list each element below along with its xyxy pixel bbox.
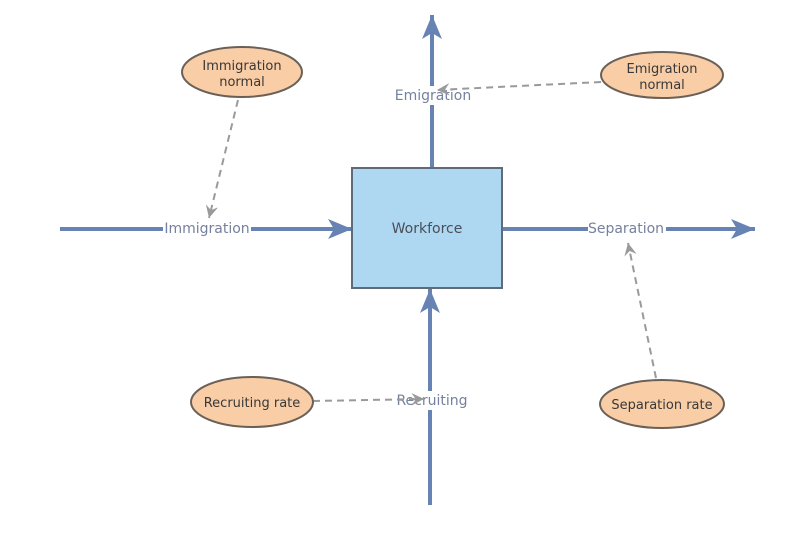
flow-label-emigration[interactable]: Emigration [395, 88, 471, 104]
converter-recruiting-rate-shape[interactable] [190, 376, 314, 428]
converter-separation-rate[interactable]: Separation rate [599, 379, 725, 429]
converter-separation-rate-shape[interactable] [599, 379, 725, 429]
stock-workforce-box[interactable] [351, 167, 503, 289]
converter-emigration-normal-shape[interactable] [600, 51, 724, 99]
stock-workforce-label: Workforce [392, 221, 463, 237]
converter-recruiting-rate[interactable]: Recruiting rate [190, 376, 314, 428]
converter-immigration-normal-label-line1: Immigration [202, 59, 281, 74]
flow-label-immigration[interactable]: Immigration [164, 221, 249, 237]
flow-label-recruiting[interactable]: Recruiting [396, 393, 467, 409]
converter-recruiting-rate-label: Recruiting rate [204, 396, 301, 411]
converter-emigration-normal-label-line2: normal [639, 78, 685, 93]
converter-immigration-normal-label-line2: normal [219, 75, 265, 90]
converter-immigration-normal[interactable]: Immigration normal [181, 46, 303, 98]
emigration-label-halo [393, 86, 473, 105]
connector-separation-rate-to-separation [624, 242, 657, 379]
flow-label-separation[interactable]: Separation [588, 221, 664, 237]
converter-separation-rate-label: Separation rate [611, 398, 712, 413]
connector-recruiting-rate-to-recruiting [312, 392, 425, 406]
converter-immigration-normal-shape[interactable] [181, 46, 303, 98]
converter-emigration-normal[interactable]: Emigration normal [600, 51, 724, 99]
converter-emigration-normal-label-line1: Emigration [627, 62, 698, 77]
connector-immigration-normal-to-immigration [205, 99, 239, 219]
immigration-label-halo [163, 219, 251, 238]
separation-label-halo [588, 219, 666, 238]
connector-emigration-normal-to-emigration [436, 81, 602, 96]
